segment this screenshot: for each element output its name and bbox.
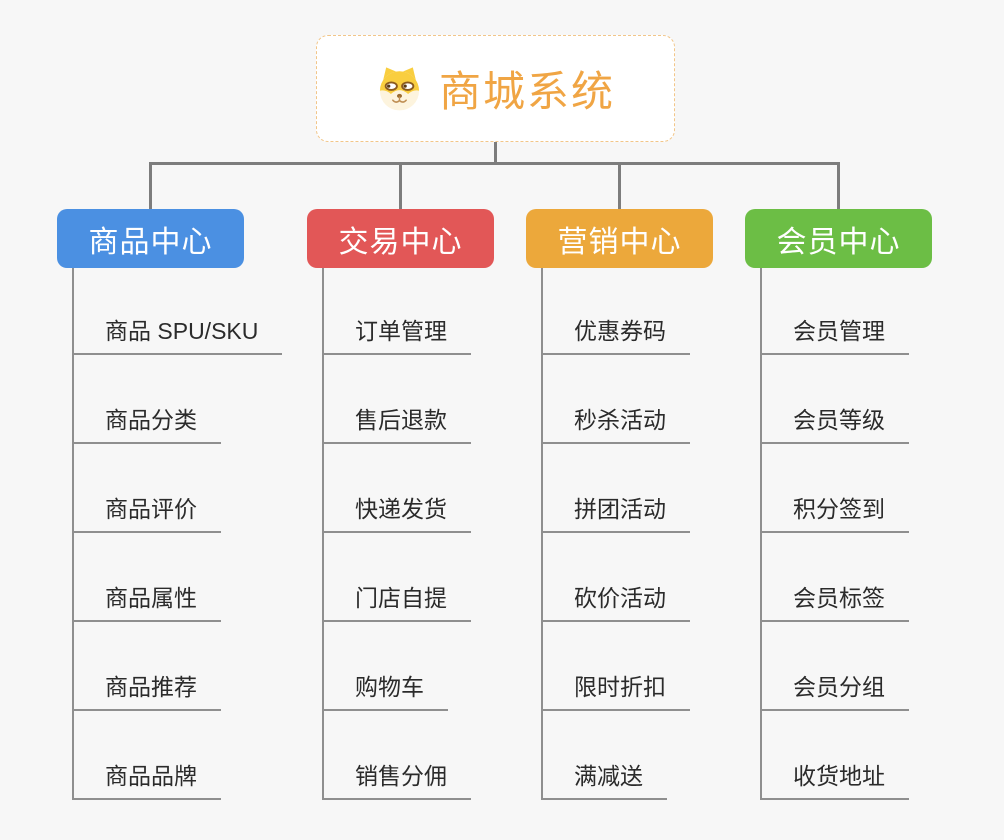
connector-subtree-trunk bbox=[541, 268, 543, 800]
connector-subtree-trunk bbox=[72, 268, 74, 800]
sub-item-node[interactable]: 销售分佣 bbox=[322, 760, 471, 800]
sub-item-node[interactable]: 会员分组 bbox=[760, 671, 909, 711]
root-title: 商城系统 bbox=[438, 68, 615, 115]
sub-item-node[interactable]: 商品 SPU/SKU bbox=[72, 315, 283, 355]
sub-item-node[interactable]: 优惠券码 bbox=[541, 315, 690, 355]
branch-label: 会员中心 bbox=[776, 225, 901, 259]
sub-item-node[interactable]: 订单管理 bbox=[322, 315, 471, 355]
connector-branch-drop bbox=[837, 162, 840, 209]
sub-item-node[interactable]: 会员管理 bbox=[760, 315, 909, 355]
sub-item-node[interactable]: 购物车 bbox=[322, 671, 448, 711]
sub-item-node[interactable]: 售后退款 bbox=[322, 404, 471, 444]
branch-label: 营销中心 bbox=[557, 225, 682, 259]
sub-item-node[interactable]: 会员标签 bbox=[760, 582, 909, 622]
doge-icon bbox=[376, 65, 423, 112]
sub-item-node[interactable]: 限时折扣 bbox=[541, 671, 690, 711]
root-node[interactable]: 商城系统 bbox=[316, 35, 675, 142]
sub-item-node[interactable]: 积分签到 bbox=[760, 493, 909, 533]
sub-item-node[interactable]: 满减送 bbox=[541, 760, 667, 800]
sub-item-node[interactable]: 砍价活动 bbox=[541, 582, 690, 622]
sub-item-node[interactable]: 会员等级 bbox=[760, 404, 909, 444]
connector-branch-drop bbox=[399, 162, 402, 209]
sub-item-node[interactable]: 商品评价 bbox=[72, 493, 221, 533]
sub-item-node[interactable]: 拼团活动 bbox=[541, 493, 690, 533]
connector-rail bbox=[149, 162, 840, 165]
branch-label: 交易中心 bbox=[338, 225, 463, 259]
connector-branch-drop bbox=[149, 162, 152, 209]
connector-subtree-trunk bbox=[760, 268, 762, 800]
connector-subtree-trunk bbox=[322, 268, 324, 800]
branch-node-1[interactable]: 商品中心 bbox=[57, 209, 244, 268]
branch-label: 商品中心 bbox=[88, 225, 213, 259]
branch-node-4[interactable]: 会员中心 bbox=[745, 209, 932, 268]
sub-item-node[interactable]: 商品推荐 bbox=[72, 671, 221, 711]
connector-branch-drop bbox=[618, 162, 621, 209]
branch-node-2[interactable]: 交易中心 bbox=[307, 209, 494, 268]
sub-item-node[interactable]: 门店自提 bbox=[322, 582, 471, 622]
sub-item-node[interactable]: 商品分类 bbox=[72, 404, 221, 444]
sub-item-node[interactable]: 快递发货 bbox=[322, 493, 471, 533]
sub-item-node[interactable]: 商品属性 bbox=[72, 582, 221, 622]
branch-node-3[interactable]: 营销中心 bbox=[526, 209, 713, 268]
connector-root-stub bbox=[494, 142, 497, 163]
sub-item-node[interactable]: 收货地址 bbox=[760, 760, 909, 800]
sub-item-node[interactable]: 商品品牌 bbox=[72, 760, 221, 800]
sub-item-node[interactable]: 秒杀活动 bbox=[541, 404, 690, 444]
